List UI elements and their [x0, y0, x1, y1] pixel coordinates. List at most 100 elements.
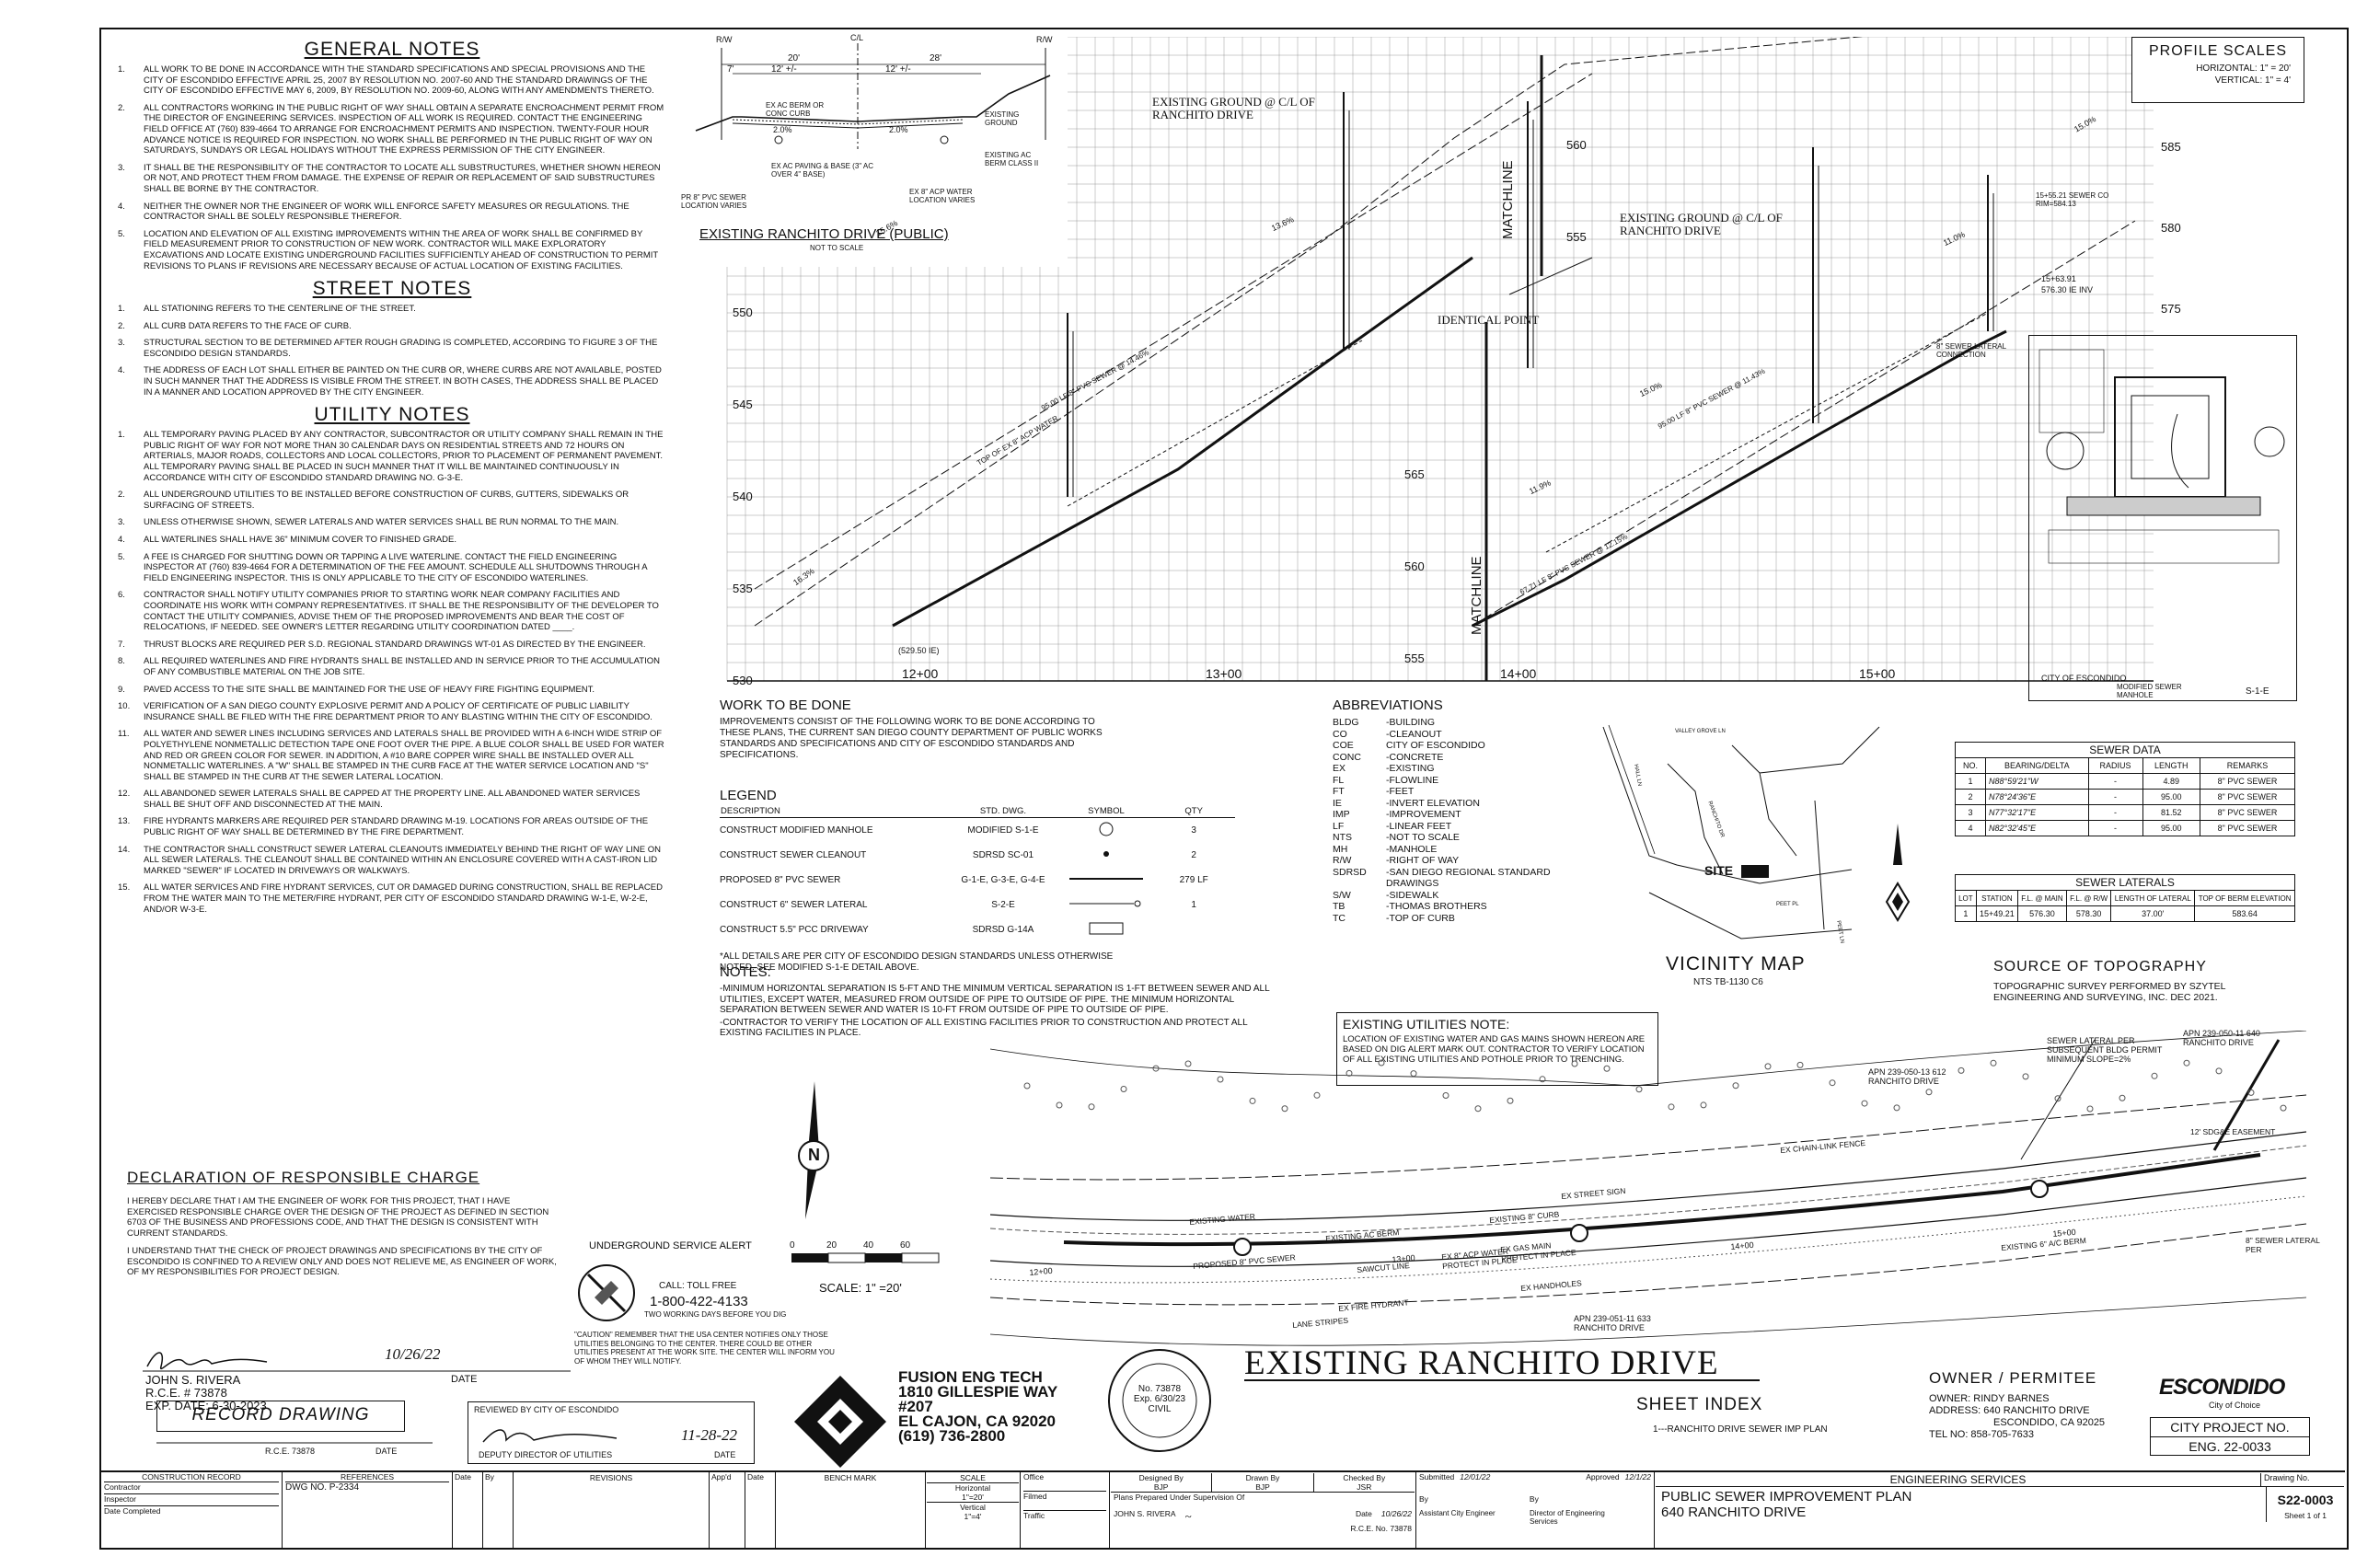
vicinity-title: VICINITY MAP — [1666, 953, 1806, 974]
abbreviation-key: S/W — [1333, 889, 1351, 901]
declaration-title: DECLARATION OF RESPONSIBLE CHARGE — [127, 1169, 480, 1186]
drawn-label: Drawn By — [1245, 1473, 1280, 1482]
sewer-laterals-col-header: LENGTH OF LATERAL — [2110, 890, 2196, 906]
engineer-credentials: JOHN S. RIVERA R.C.E. # 73878 EXP. DATE:… — [145, 1374, 267, 1412]
review-box: REVIEWED BY CITY OF ESCONDIDO — [468, 1401, 755, 1464]
abbreviation-key: MH — [1333, 843, 1348, 855]
note-number: 7. — [118, 639, 125, 650]
section-label-sewer: PR 8" PVC SEWER LOCATION VARIES — [681, 193, 747, 210]
note-text: All stationing refers to the centerline … — [144, 304, 416, 315]
legend-symbol — [1060, 917, 1153, 942]
legend-qty: 279 LF — [1179, 875, 1208, 885]
engineer-name: JOHN S. RIVERA — [145, 1373, 241, 1387]
note-item: 1.All stationing refers to the centerlin… — [118, 304, 666, 315]
sewer-data-col-header: NO. — [1954, 757, 1987, 774]
abbreviation-row: CO-CLEANOUT — [1333, 729, 1553, 741]
engineer-rce: R.C.E. # 73878 — [145, 1386, 227, 1400]
tb-engineer: JOHN S. RIVERA — [1114, 1509, 1176, 1518]
checked-label: Checked By — [1343, 1473, 1386, 1482]
elev-label: 555 — [1566, 230, 1587, 244]
street-notes-title: STREET NOTES — [312, 278, 472, 300]
sewer-data-col-header: BEARING/DELTA — [1985, 757, 2089, 774]
note-text: Contractor shall notify utility companie… — [144, 590, 659, 633]
topo-title: SOURCE OF TOPOGRAPHY — [1993, 959, 2207, 974]
note-item: 6.Contractor shall notify utility compan… — [118, 590, 666, 632]
sewer-laterals-col-header: TOP OF BERM ELEVATION — [2194, 890, 2295, 906]
usa-call: CALL: TOLL FREE — [659, 1281, 737, 1291]
usa-caution: "CAUTION" REMEMBER THAT THE USA CENTER N… — [574, 1331, 835, 1366]
manhole-detail-drawing — [2038, 349, 2285, 564]
seal-no: No. 73878 — [1138, 1384, 1182, 1394]
legend-description: CONSTRUCT 6" SEWER LATERAL — [720, 900, 868, 910]
abbreviation-row: IMP-IMPROVEMENT — [1333, 809, 1553, 821]
construction-record: CONSTRUCTION RECORD — [104, 1472, 279, 1482]
street-notes-list: 1.All stationing refers to the centerlin… — [118, 304, 666, 398]
abbreviation-key: TB — [1333, 901, 1345, 912]
abbreviations-title: ABBREVIATIONS — [1333, 698, 1443, 713]
note-item: 12.All abandoned sewer laterals shall be… — [118, 789, 666, 810]
sewer-laterals-col-header: STATION — [1975, 890, 2018, 906]
abbreviation-row: FL-FLOWLINE — [1333, 775, 1553, 787]
approved-date: 12/1/22 — [1624, 1472, 1651, 1482]
note-text: The address of each lot shall either be … — [144, 365, 662, 398]
plan-title-2: 640 RANCHITO DRIVE — [1661, 1505, 1807, 1520]
section-label-ground: EXISTING GROUND — [985, 110, 1020, 127]
abbreviation-value: -FEET — [1386, 786, 1415, 797]
sewer-data-col-header: LENGTH — [2142, 757, 2200, 774]
filmed-label: Filmed — [1023, 1492, 1106, 1511]
sewer-laterals-col-header: F.L. @ MAIN — [2016, 890, 2067, 906]
abbreviation-value: -NOT TO SCALE — [1386, 832, 1460, 843]
note-number: 2. — [118, 320, 125, 331]
plan-callout: 8" SEWER LATERAL PER — [2246, 1236, 2320, 1254]
abbreviation-key: COE — [1333, 740, 1354, 751]
scale-tick-label: 40 — [863, 1240, 874, 1251]
project-no-box: CITY PROJECT NO. ENG. 22-0033 — [2150, 1417, 2310, 1456]
note-number: 9. — [118, 684, 125, 695]
station-label: 14+00 — [1500, 666, 1537, 681]
notes-column: GENERAL NOTES 1.All work to be done in a… — [118, 33, 666, 921]
contractor-label: Contractor — [104, 1482, 279, 1494]
note-item: 3.Structural section to be determined af… — [118, 338, 666, 359]
sewer-laterals-cell: 15+49.21 — [1975, 905, 2018, 922]
elev-label: 565 — [1404, 467, 1425, 481]
note-item: 13.Fire hydrants markers are required pe… — [118, 816, 666, 837]
apn-label: APN 239-050-13 612 RANCHITO DRIVE — [1868, 1067, 1946, 1086]
note-number: 1. — [118, 430, 125, 441]
note-number: 12. — [118, 789, 131, 800]
note-text: The contractor shall construct sewer lat… — [144, 844, 661, 876]
note-number: 5. — [118, 228, 125, 239]
revisions-col: REVISIONS — [513, 1472, 710, 1548]
abbreviation-key: TC — [1333, 912, 1345, 924]
plan-title-1: PUBLIC SEWER IMPROVEMENT PLAN — [1661, 1489, 1912, 1505]
dwg-reference: DWG NO. P-2334 — [285, 1482, 360, 1493]
section-dim5: 7' — [727, 64, 734, 75]
section-label-acberm: EXISTING AC BERM CLASS II — [985, 151, 1039, 167]
note-number: 3. — [118, 517, 125, 528]
record-date-label: DATE — [375, 1447, 398, 1456]
note-number: 13. — [118, 816, 131, 827]
topo-text: TOPOGRAPHIC SURVEY PERFORMED BY SZYTEL E… — [1993, 981, 2226, 1003]
elev-label: 530 — [733, 674, 753, 687]
note-number: 2. — [118, 490, 125, 501]
abbreviation-value: -TOP OF CURB — [1386, 912, 1455, 924]
note-item: 4.All waterlines shall have 36" minimum … — [118, 535, 666, 546]
note-item: 15.All water services and fire hydrant s… — [118, 882, 666, 915]
owner-name: OWNER: RINDY BARNES — [1929, 1393, 2050, 1404]
vicinity-site-label: SITE — [1704, 863, 1734, 878]
drawing-no: S22-0003 — [2277, 1493, 2334, 1507]
sewer-data-cell: 8" PVC SEWER — [2199, 789, 2296, 805]
drawn-value: BJP — [1255, 1482, 1270, 1492]
elev-label: 560 — [1566, 138, 1587, 152]
abbreviation-key: LF — [1333, 820, 1345, 832]
city-logo-sub: City of Choice — [2209, 1401, 2261, 1410]
sewer-data-cell: 1 — [1954, 773, 1987, 790]
usa-phone: 1-800-422-4133 — [650, 1294, 748, 1309]
note-text: All waterlines shall have 36" minimum co… — [144, 535, 456, 545]
